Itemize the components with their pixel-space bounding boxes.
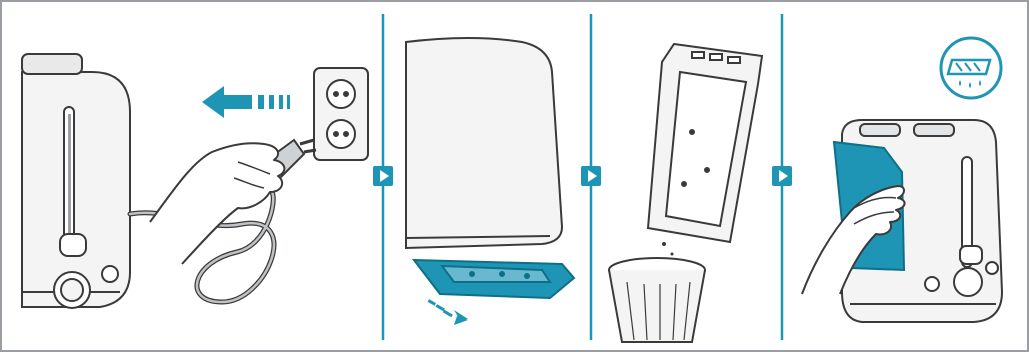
step-4-wipe xyxy=(802,38,1002,322)
damp-cloth-icon xyxy=(941,38,1001,98)
slide-out-arrow-icon xyxy=(428,299,468,325)
wall-socket-icon xyxy=(314,68,368,160)
crumb-tray-icon xyxy=(414,260,574,298)
toaster-body xyxy=(406,38,562,248)
play-arrow-icon xyxy=(772,166,792,186)
step-3-empty-tray xyxy=(609,44,762,342)
hand xyxy=(150,143,284,264)
play-arrow-icon xyxy=(373,166,393,186)
bin-icon xyxy=(609,258,705,342)
step-1-unplug xyxy=(22,54,368,308)
toaster-body xyxy=(22,54,130,308)
step-2-remove-tray xyxy=(406,38,574,325)
pull-out-arrow-icon xyxy=(202,86,290,118)
crumb-tray-tilted xyxy=(648,44,762,242)
play-arrow-icon xyxy=(581,166,601,186)
